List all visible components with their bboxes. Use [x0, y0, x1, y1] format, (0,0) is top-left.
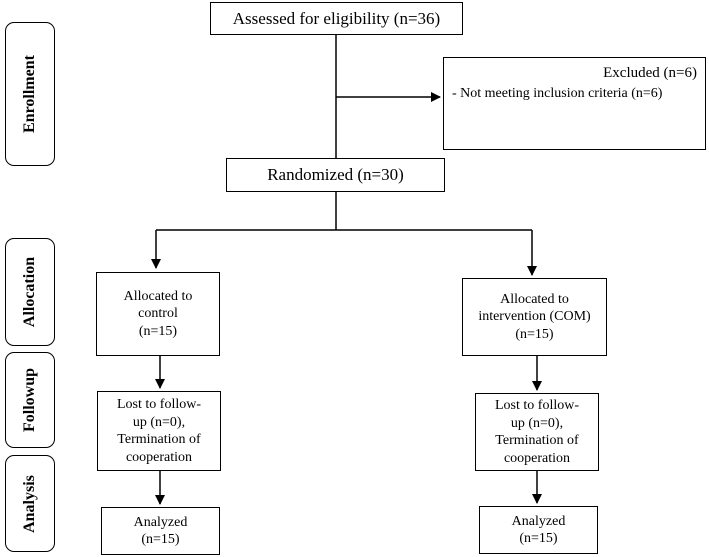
intervention-allocation-line-1: Allocated to [500, 291, 569, 307]
control-analyzed-line-1: Analyzed [133, 514, 188, 530]
control-allocation-line-2: control [138, 306, 178, 322]
control-followup-line-4: cooperation [125, 449, 193, 465]
randomized-text: Randomized (n=30) [267, 165, 404, 185]
control-allocation-line-3: (n=15) [138, 323, 178, 339]
stage-analysis: Analysis [5, 455, 55, 552]
excluded-title: Excluded (n=6) [603, 65, 697, 81]
intervention-followup-line-3: Termination of [495, 433, 579, 448]
intervention-analyzed-box: Analyzed (n=15) [479, 506, 598, 554]
control-allocation-line-1: Allocated to [123, 288, 193, 304]
control-analyzed-line-2: (n=15) [141, 532, 180, 547]
intervention-followup-box: Lost to follow- up (n=0), Termination of… [475, 393, 599, 471]
intervention-allocation-line-3: (n=15) [515, 326, 554, 342]
control-allocation-box: Allocated to control (n=15) [96, 272, 220, 356]
excluded-reason: - Not meeting inclusion criteria (n=6) [452, 85, 663, 101]
intervention-allocation-line-2: intervention (COM) [478, 309, 591, 325]
stage-allocation-label: Allocation [21, 256, 38, 328]
intervention-followup-line-2: up (n=0), [510, 415, 564, 431]
randomized-box: Randomized (n=30) [226, 158, 445, 192]
assessed-box: Assessed for eligibility (n=36) [210, 2, 463, 35]
stage-enrollment: Enrollment [5, 22, 55, 166]
intervention-analyzed-line-2: (n=15) [519, 531, 558, 546]
stage-analysis-label: Analysis [21, 474, 39, 533]
control-analyzed-box: Analyzed (n=15) [101, 507, 220, 555]
stage-followup: Followup [5, 352, 55, 448]
control-followup-line-2: up (n=0), [132, 414, 186, 430]
stage-enrollment-label: Enrollment [21, 55, 38, 133]
control-followup-box: Lost to follow- up (n=0), Termination of… [97, 391, 221, 471]
control-followup-line-3: Termination of [117, 432, 201, 447]
stage-allocation: Allocation [5, 238, 55, 346]
intervention-allocation-box: Allocated to intervention (COM) (n=15) [462, 278, 607, 356]
intervention-analyzed-line-1: Analyzed [511, 513, 566, 529]
excluded-box: Excluded (n=6) - Not meeting inclusion c… [443, 57, 706, 150]
assessed-text: Assessed for eligibility (n=36) [232, 8, 441, 28]
intervention-followup-line-4: cooperation [503, 450, 571, 466]
stage-followup-label: Followup [21, 367, 39, 433]
control-followup-line-1: Lost to follow- [117, 397, 201, 412]
intervention-followup-line-1: Lost to follow- [495, 398, 579, 413]
